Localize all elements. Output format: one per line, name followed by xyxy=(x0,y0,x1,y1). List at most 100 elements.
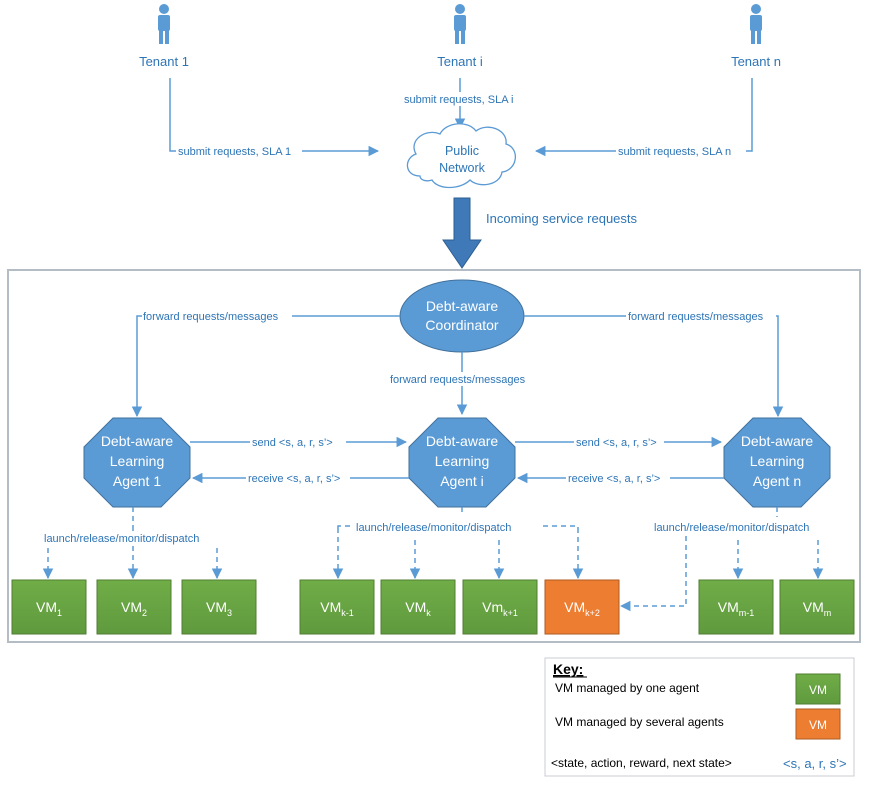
tenant-1: Tenant 1 xyxy=(139,4,189,69)
vm-k-minus-1: VMk-1 xyxy=(299,579,375,635)
vm-k-plus-2-shared: VMk+2 xyxy=(544,579,620,635)
legend-swatch-orange-label: VM xyxy=(809,718,827,732)
agent-n-label-3: Agent n xyxy=(753,473,801,489)
agent-1-label-3: Agent 1 xyxy=(113,473,161,489)
legend-swatch-orange xyxy=(795,708,841,740)
vm-m-label: VM xyxy=(803,599,824,615)
vm-2: VM2 xyxy=(96,579,172,635)
person-icon xyxy=(454,4,466,44)
legend-swatch-green-label: VM xyxy=(809,683,827,697)
legend-key: Key: VM managed by one agent VM VM manag… xyxy=(544,657,855,777)
svg-text:VMk+2: VMk+2 xyxy=(564,599,600,618)
edge-label-forward-right: forward requests/messages xyxy=(628,311,764,323)
svg-text:VMm-1: VMm-1 xyxy=(718,599,755,618)
edge-label-launch-1: launch/release/monitor/dispatch xyxy=(44,533,199,545)
edge-receive-1: receive <s, a, r, s’> xyxy=(191,471,409,485)
edge-receive-2: receive <s, a, r, s’> xyxy=(516,471,724,485)
edge-forward-right: forward requests/messages xyxy=(524,309,784,418)
vm-2-label: VM xyxy=(121,599,142,615)
vm-m-minus-1-subscript: m-1 xyxy=(739,608,755,618)
incoming-label: Incoming service requests xyxy=(486,211,638,226)
agent-i-label-1: Debt-aware xyxy=(426,433,499,449)
svg-text:Vmk+1: Vmk+1 xyxy=(482,599,518,618)
edge-label-forward-mid: forward requests/messages xyxy=(390,374,526,386)
vm-k-plus-1: Vmk+1 xyxy=(462,579,538,635)
edge-dispatch-agent-i: launch/release/monitor/dispatch xyxy=(332,507,584,580)
cloud-label-2: Network xyxy=(439,161,486,175)
vm-1-label: VM xyxy=(36,599,57,615)
edge-send-1: send <s, a, r, s’> xyxy=(190,435,408,449)
incoming-arrow: Incoming service requests xyxy=(442,197,638,269)
vm-m: VMm xyxy=(779,579,855,635)
person-icon xyxy=(750,4,762,44)
agent-i-node: Debt-aware Learning Agent i xyxy=(408,417,516,508)
vm-1: VM1 xyxy=(11,579,87,635)
svg-text:VMk-1: VMk-1 xyxy=(320,599,354,618)
svg-text:VMk: VMk xyxy=(405,599,431,618)
tenant-n-label: Tenant n xyxy=(731,54,781,69)
agent-i-label-3: Agent i xyxy=(440,473,484,489)
legend-row-1: VM managed by one agent xyxy=(555,681,700,695)
agent-i-label-2: Learning xyxy=(435,453,490,469)
legend-swatch-green xyxy=(795,673,841,705)
agent-1-label-2: Learning xyxy=(110,453,165,469)
tenant-1-label: Tenant 1 xyxy=(139,54,189,69)
vm-1-subscript: 1 xyxy=(57,608,62,618)
coordinator-node: Debt-aware Coordinator xyxy=(399,279,525,353)
edge-send-2: send <s, a, r, s’> xyxy=(515,435,723,449)
agent-1-node: Debt-aware Learning Agent 1 xyxy=(83,417,191,508)
vm-k-plus-1-subscript: k+1 xyxy=(503,608,518,618)
tenant-n: Tenant n xyxy=(731,4,781,69)
edge-submit-1: submit requests, SLA 1 xyxy=(169,78,380,158)
agent-n-node: Debt-aware Learning Agent n xyxy=(723,417,831,508)
edge-label-submit-1: submit requests, SLA 1 xyxy=(178,146,291,158)
legend-row-2: VM managed by several agents xyxy=(555,715,724,729)
vm-k-plus-1-label: Vm xyxy=(482,599,503,615)
edge-label-submit-i: submit requests, SLA i xyxy=(404,94,513,106)
svg-text:VMm: VMm xyxy=(803,599,832,618)
legend-row-3: <state, action, reward, next state> xyxy=(551,756,732,770)
edge-forward-mid: forward requests/messages xyxy=(388,352,538,416)
edge-dispatch-agent-n: launch/release/monitor/dispatch xyxy=(619,507,836,612)
edge-submit-n: submit requests, SLA n xyxy=(534,78,753,158)
tenant-i-label: Tenant i xyxy=(437,54,483,69)
coordinator-label-2: Coordinator xyxy=(425,317,498,333)
vm-3-label: VM xyxy=(206,599,227,615)
agent-n-label-1: Debt-aware xyxy=(741,433,814,449)
vm-2-subscript: 2 xyxy=(142,608,147,618)
edge-forward-left: forward requests/messages xyxy=(131,309,400,418)
edge-label-send-2: send <s, a, r, s’> xyxy=(576,437,657,449)
vm-k-label: VM xyxy=(405,599,426,615)
vm-k-plus-2-subscript: k+2 xyxy=(585,608,600,618)
coordinator-label-1: Debt-aware xyxy=(426,298,499,314)
vm-m-minus-1: VMm-1 xyxy=(698,579,774,635)
agent-n-label-2: Learning xyxy=(750,453,805,469)
edge-label-receive-1: receive <s, a, r, s’> xyxy=(248,473,340,485)
cloud-label-1: Public xyxy=(445,144,479,158)
svg-text:VM3: VM3 xyxy=(206,599,232,618)
vm-k-plus-2-label: VM xyxy=(564,599,585,615)
legend-tuple: <s, a, r, s’> xyxy=(783,756,847,771)
agent-1-label-1: Debt-aware xyxy=(101,433,174,449)
edge-dispatch-agent-1: launch/release/monitor/dispatch xyxy=(42,507,224,580)
svg-text:VM1: VM1 xyxy=(36,599,62,618)
vm-k-minus-1-subscript: k-1 xyxy=(341,608,354,618)
edge-label-submit-n: submit requests, SLA n xyxy=(618,146,731,158)
edge-label-launch-n: launch/release/monitor/dispatch xyxy=(654,522,809,534)
vm-k-subscript: k xyxy=(426,608,431,618)
vm-k-minus-1-label: VM xyxy=(320,599,341,615)
vm-k: VMk xyxy=(380,579,456,635)
edge-label-send-1: send <s, a, r, s’> xyxy=(252,437,333,449)
vm-m-subscript: m xyxy=(824,608,832,618)
svg-text:VM2: VM2 xyxy=(121,599,147,618)
edge-label-receive-2: receive <s, a, r, s’> xyxy=(568,473,660,485)
vm-3: VM3 xyxy=(181,579,257,635)
edge-label-forward-left: forward requests/messages xyxy=(143,311,279,323)
edge-submit-i: submit requests, SLA i xyxy=(402,78,526,130)
public-network-cloud: Public Network xyxy=(406,123,516,189)
tenant-i: Tenant i xyxy=(437,4,483,69)
vm-3-subscript: 3 xyxy=(227,608,232,618)
legend-title: Key: xyxy=(553,661,583,677)
vm-m-minus-1-label: VM xyxy=(718,599,739,615)
